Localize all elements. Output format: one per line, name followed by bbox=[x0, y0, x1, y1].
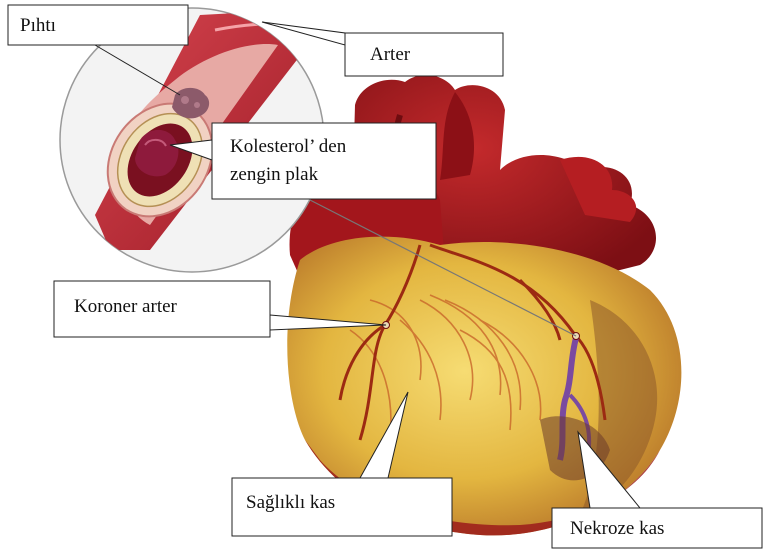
label-plaque-line2: zengin plak bbox=[230, 164, 319, 185]
label-plaque-line1: Kolesterol’ den bbox=[230, 136, 347, 157]
label-coronary-artery: Koroner arter bbox=[74, 296, 178, 317]
label-clot: Pıhtı bbox=[20, 15, 56, 36]
label-artery: Arter bbox=[370, 44, 411, 65]
label-healthy-muscle: Sağlıklı kas bbox=[246, 492, 335, 513]
label-necrotic-muscle: Nekroze kas bbox=[570, 518, 664, 539]
